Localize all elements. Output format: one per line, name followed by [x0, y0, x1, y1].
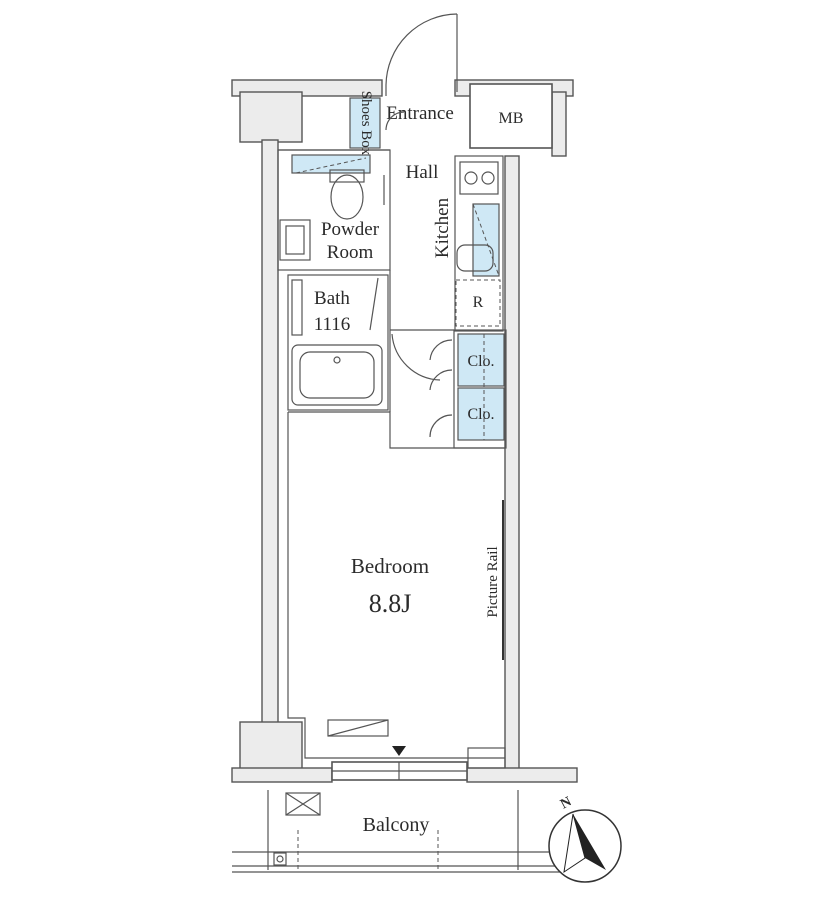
entrance-door — [385, 13, 458, 96]
powder-room-label-2: Room — [327, 242, 374, 263]
side-walls — [261, 139, 520, 772]
entry-marker-triangle — [392, 746, 406, 756]
shoes-box: Shoes Box — [349, 91, 381, 156]
compass: N — [548, 794, 622, 883]
entrance-label: Entrance — [386, 103, 454, 124]
closet-1-label: Clo. — [467, 353, 494, 370]
mb-room: MB — [469, 83, 553, 149]
kitchen-label: Kitchen — [432, 197, 453, 258]
entrance-step-arc — [385, 111, 405, 131]
picture-rail-label: Picture Rail — [485, 546, 501, 617]
bedroom-label: Bedroom — [351, 554, 429, 578]
hall-label: Hall — [406, 162, 439, 183]
north-label: N — [558, 794, 574, 812]
closets: Clo. Clo. — [429, 329, 507, 449]
powder-room: Powder Room — [277, 149, 391, 271]
balcony: Balcony — [232, 790, 575, 873]
bottom-wall — [231, 721, 578, 783]
mb-label: MB — [499, 110, 524, 127]
bedroom-size-label: 8.8J — [369, 589, 412, 618]
picture-rail: Picture Rail — [485, 500, 504, 660]
bath-room: Bath 1116 — [287, 274, 389, 411]
powder-room-label-1: Powder — [321, 219, 380, 240]
bedroom-window — [331, 761, 468, 781]
bedroom: Bedroom 8.8J — [287, 411, 506, 769]
bath-label-1: Bath — [314, 288, 350, 309]
bath-label-2: 1116 — [314, 314, 351, 335]
kitchen: R Kitchen — [432, 155, 504, 332]
closet-2-label: Clo. — [467, 406, 494, 423]
shoes-box-label: Shoes Box — [358, 91, 374, 156]
balcony-label: Balcony — [363, 814, 430, 836]
refrigerator-label: R — [473, 294, 484, 311]
bedroom-door — [389, 270, 454, 412]
